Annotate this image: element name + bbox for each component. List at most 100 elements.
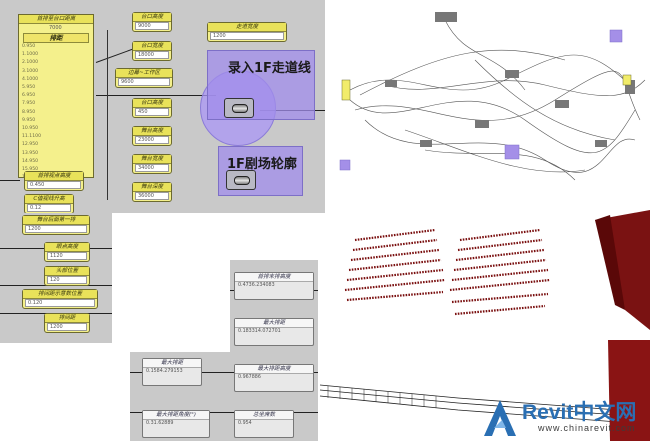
group-label: 1F剧场轮廓 <box>227 157 297 172</box>
node-value: 7000 <box>49 25 62 31</box>
node-value: 0.1584.279153 <box>146 369 183 374</box>
node-header: 头部位置 <box>45 267 89 276</box>
node-value: 0.183314.072701 <box>238 329 281 334</box>
node-value: 0.967886 <box>238 375 261 380</box>
slider-node[interactable]: 舞台后面第一排 1200 <box>22 215 90 235</box>
node-value: 9000 <box>135 22 169 30</box>
slider-node[interactable]: C值视线升高 0.12 <box>24 194 74 213</box>
list-item: 3.1000 <box>22 68 39 74</box>
node-header: 边幕~工作区 <box>116 69 172 78</box>
node-header: 台口高度 <box>133 99 171 108</box>
list-item: 4.1000 <box>22 76 39 82</box>
list-title: 排距 <box>23 33 89 43</box>
grasshopper-canvas-main[interactable]: 首排至台口距离 7000 排距 0.950 1.1000 2.1000 3.10… <box>0 0 325 213</box>
brand-url: www.chinarevit.com <box>538 423 636 433</box>
slider-node[interactable]: 眼点高度 1120 <box>44 242 90 262</box>
node-value: 36000 <box>135 192 169 200</box>
list-item: 2.1000 <box>22 60 39 66</box>
grasshopper-canvas-results[interactable]: 首排末排高度 0.4736.234083 最大排距 0.183314.07270… <box>230 260 318 352</box>
list-item: 10.950 <box>22 126 39 132</box>
panel-node[interactable]: 总坐席数 0.954 <box>234 410 294 438</box>
node-header: 最大排距 <box>143 359 201 368</box>
node-header: 台口高度 <box>133 13 171 22</box>
node-value: 0.120 <box>25 299 95 307</box>
list-item: 13.950 <box>22 150 39 156</box>
list-node-row-spacing[interactable]: 首排至台口距离 7000 排距 0.950 1.1000 2.1000 3.10… <box>18 14 94 180</box>
node-value: 450 <box>135 108 169 116</box>
list-item: 12.950 <box>22 142 39 148</box>
grasshopper-canvas-results-lower[interactable]: 最大排距 0.1584.279153 最大排距高度 0.967886 最大排距角… <box>130 352 318 441</box>
node-value: 0.954 <box>238 421 252 426</box>
node-header: 舞台高度 <box>133 127 171 136</box>
list-item: 15.950 <box>22 167 39 173</box>
slider-node[interactable]: 台口宽度 18000 <box>132 41 172 61</box>
panel-node[interactable]: 最大排距角度(°) 0.31.62889 <box>142 410 210 438</box>
node-header: 舞台深度 <box>133 183 171 192</box>
list-item: 11.1100 <box>22 134 41 140</box>
list-item: 5.950 <box>22 85 36 91</box>
node-value: 1200 <box>25 225 87 233</box>
wire <box>107 30 108 200</box>
node-value: 1200 <box>210 32 284 40</box>
list-item: 8.950 <box>22 109 36 115</box>
node-header: 首排至台口距离 <box>19 15 93 24</box>
node-value: 18000 <box>135 51 169 59</box>
list-item: 7.950 <box>22 101 36 107</box>
list-item: 6.950 <box>22 93 36 99</box>
node-header: 排间距 <box>45 314 89 323</box>
list-item: 0.950 <box>22 44 36 49</box>
panel-node[interactable]: 最大排距 0.183314.072701 <box>234 318 314 346</box>
balcony-svg <box>319 340 650 441</box>
curve-param-icon[interactable] <box>224 98 254 118</box>
slider-node[interactable]: 台口高度 450 <box>132 98 172 118</box>
node-value: 9600 <box>118 78 170 86</box>
node-header: 走道宽度 <box>208 23 286 32</box>
wire <box>130 372 318 373</box>
graph-wires-svg <box>339 12 646 181</box>
wire <box>130 412 318 413</box>
node-header: 排间距示意数位置 <box>23 290 97 299</box>
wire <box>96 95 216 96</box>
curve-param-icon[interactable] <box>226 170 256 190</box>
node-value: 23000 <box>135 136 169 144</box>
node-value: 0.12 <box>27 204 71 212</box>
slider-node[interactable]: 边幕~工作区 9600 <box>115 68 173 88</box>
panel-node[interactable]: 最大排距 0.1584.279153 <box>142 358 202 386</box>
slider-node[interactable]: 排间距 1200 <box>44 313 90 333</box>
node-value: 1200 <box>47 323 87 331</box>
grasshopper-canvas-lower[interactable]: 舞台后面第一排 1200 眼点高度 1120 头部位置 120 排间距示意数位置… <box>0 213 112 343</box>
slider-node[interactable]: 排间距示意数位置 0.120 <box>22 289 98 309</box>
panel-node[interactable]: 首排末排高度 0.4736.234083 <box>234 272 314 300</box>
node-header: 最大排距高度 <box>235 365 313 374</box>
slider-node[interactable]: 舞台深度 36000 <box>132 182 172 202</box>
slider-node[interactable]: 走道宽度 1200 <box>207 22 287 42</box>
seating-svg <box>344 210 650 330</box>
node-header: 首排末排高度 <box>235 273 313 282</box>
slider-node[interactable]: 台口高度 9000 <box>132 12 172 32</box>
node-header: C值视线升高 <box>25 195 73 204</box>
slider-node[interactable]: 头部位置 120 <box>44 266 90 286</box>
node-header: 舞台宽度 <box>133 155 171 164</box>
node-value: 34000 <box>135 164 169 172</box>
node-graph-overview <box>325 0 650 210</box>
slider-node[interactable]: 舞台宽度 34000 <box>132 154 172 174</box>
node-header: 首排视点高度 <box>25 172 83 181</box>
node-header: 台口宽度 <box>133 42 171 51</box>
wire <box>0 180 20 181</box>
node-value: 120 <box>47 276 87 284</box>
node-value: 1120 <box>47 252 87 260</box>
seating-3d-view <box>325 210 650 340</box>
revit-logo-icon <box>484 400 516 436</box>
node-header: 总坐席数 <box>235 411 293 420</box>
panel-node[interactable]: 最大排距高度 0.967886 <box>234 364 314 392</box>
slider-node[interactable]: 首排视点高度 0.450 <box>24 171 84 191</box>
brand-watermark: Revit中文网 www.chinarevit.com <box>480 396 650 441</box>
list-item: 14.950 <box>22 158 39 164</box>
node-value: 0.31.62889 <box>146 421 174 426</box>
list-item: 9.950 <box>22 117 36 123</box>
group-label: 录入1F走道线 <box>228 61 311 76</box>
balcony-3d-view <box>318 340 650 441</box>
slider-node[interactable]: 舞台高度 23000 <box>132 126 172 146</box>
brand-name: Revit中文网 <box>522 401 637 424</box>
node-value: 0.450 <box>27 181 81 189</box>
